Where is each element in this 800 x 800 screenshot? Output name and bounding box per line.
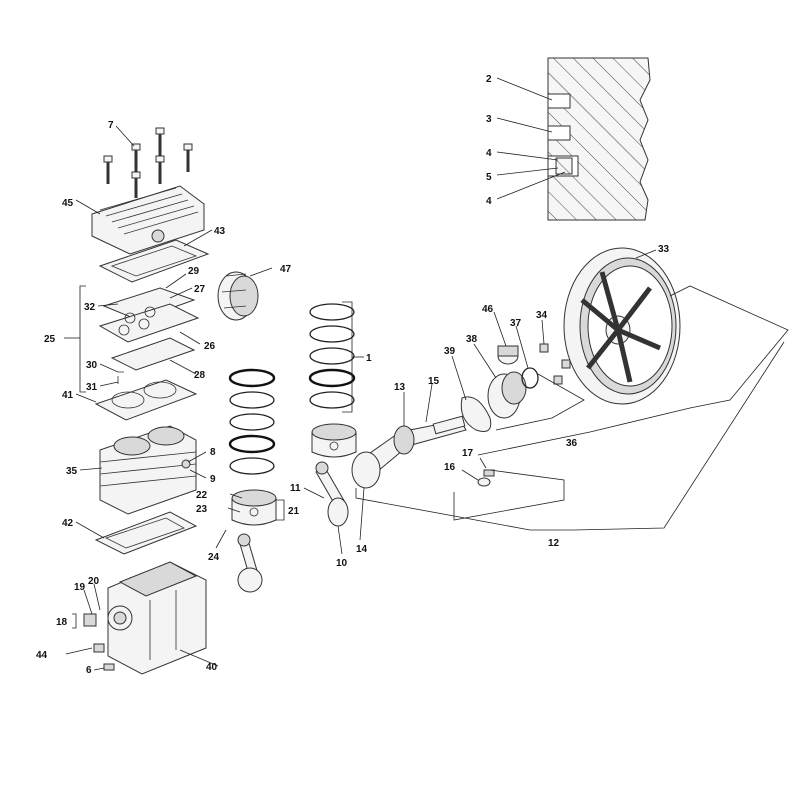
label-25: 25 <box>44 334 56 345</box>
gasket-41 <box>94 379 198 421</box>
label-15: 15 <box>428 376 440 387</box>
part-labels: 1 2 3 4 5 4 6 7 8 9 10 11 12 13 14 15 16… <box>36 74 670 676</box>
cylinder-head <box>91 185 205 255</box>
head-gasket-43 <box>98 239 210 283</box>
label-13: 13 <box>394 382 406 393</box>
label-35: 35 <box>66 466 78 477</box>
label-7: 7 <box>108 120 114 131</box>
assembly-outlines <box>355 285 789 531</box>
washer-16-bolt-17 <box>477 469 495 487</box>
cylinder-block <box>99 425 197 515</box>
seal-groove-2 <box>547 93 571 109</box>
oil-seal-37 <box>521 367 539 389</box>
label-4a: 4 <box>486 148 492 159</box>
label-34: 34 <box>536 310 548 321</box>
label-19: 19 <box>74 582 86 593</box>
head-bolts <box>103 127 193 198</box>
label-46: 46 <box>482 304 494 315</box>
label-6: 6 <box>86 665 92 676</box>
label-12: 12 <box>548 538 560 549</box>
label-28: 28 <box>194 370 206 381</box>
label-33: 33 <box>658 244 670 255</box>
label-40: 40 <box>206 662 218 673</box>
label-22: 22 <box>196 490 208 501</box>
label-5: 5 <box>486 172 492 183</box>
inset-leaders <box>496 77 566 200</box>
label-38: 38 <box>466 334 478 345</box>
flywheel <box>563 247 681 405</box>
label-10: 10 <box>336 558 348 569</box>
piston-rings-set-2 <box>228 368 276 475</box>
label-43: 43 <box>214 226 226 237</box>
air-filter-47 <box>217 271 259 321</box>
piston-lower <box>231 489 277 526</box>
bracket-21 <box>276 499 285 521</box>
label-26: 26 <box>204 341 216 352</box>
label-44: 44 <box>36 650 48 661</box>
label-42: 42 <box>62 518 74 529</box>
label-30: 30 <box>86 360 98 371</box>
seal-groove-3 <box>547 125 571 141</box>
crankcase <box>83 561 207 675</box>
bushing <box>555 157 573 175</box>
label-14: 14 <box>356 544 368 555</box>
label-4b: 4 <box>486 196 492 207</box>
bracket-1 <box>342 301 364 413</box>
label-3: 3 <box>486 114 492 125</box>
label-17: 17 <box>462 448 474 459</box>
gasket-42 <box>94 511 198 555</box>
label-29: 29 <box>188 266 200 277</box>
label-11: 11 <box>290 483 301 494</box>
bracket-18 <box>72 613 77 629</box>
label-41: 41 <box>62 390 74 401</box>
label-37: 37 <box>510 318 522 329</box>
label-39: 39 <box>444 346 456 357</box>
crankshaft <box>351 415 467 489</box>
bearing-cover-38 <box>487 371 527 419</box>
label-31: 31 <box>86 382 98 393</box>
oil-plug <box>83 613 97 627</box>
drain-plug <box>93 643 105 653</box>
label-18: 18 <box>56 617 68 628</box>
label-47: 47 <box>280 264 292 275</box>
drain-screw <box>103 663 115 671</box>
label-9: 9 <box>210 474 216 485</box>
label-23: 23 <box>196 504 208 515</box>
label-21: 21 <box>288 506 300 517</box>
connecting-rod-upper <box>315 461 349 527</box>
label-1: 1 <box>366 353 372 364</box>
piston-upper <box>311 423 357 458</box>
valve-plate-assembly <box>98 287 200 384</box>
label-2: 2 <box>486 74 492 85</box>
label-20: 20 <box>88 576 100 587</box>
sight-glass-46 <box>497 345 519 365</box>
label-24: 24 <box>208 552 220 563</box>
connecting-rod-lower <box>237 533 263 593</box>
gasket-39 <box>460 396 492 432</box>
label-16: 16 <box>444 462 456 473</box>
label-32: 32 <box>84 302 96 313</box>
label-27: 27 <box>194 284 206 295</box>
section-detail-inset <box>547 57 651 221</box>
label-8: 8 <box>210 447 216 458</box>
label-36: 36 <box>566 438 578 449</box>
bracket-25 <box>64 285 86 393</box>
piston-rings-set-1 <box>308 303 356 409</box>
label-45: 45 <box>62 198 74 209</box>
leader-lines <box>65 125 657 671</box>
